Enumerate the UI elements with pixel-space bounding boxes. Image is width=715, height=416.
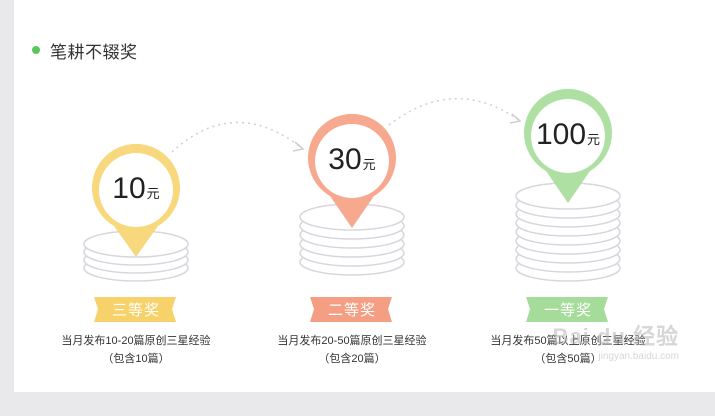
rank-label: 三等奖 [111, 302, 160, 319]
arrow-2-3-head [509, 113, 522, 124]
prize-amount: 30元 [328, 143, 376, 176]
desc-line-1: 当月发布50篇以上原创三星经验 [490, 335, 646, 347]
coin-stack-medium [299, 113, 405, 276]
prize-amount: 100元 [535, 118, 601, 151]
tier-description: 当月发布50篇以上原创三星经验 （包含50篇） [458, 332, 678, 368]
watermark-url: jingyan.baidu.com [598, 351, 679, 362]
desc-line-2: （包含10篇） [102, 353, 170, 365]
desc-line-2: （包含50篇） [534, 353, 602, 365]
section-title: 笔耕不辍奖 [50, 42, 138, 62]
section-heading: 笔耕不辍奖 [32, 38, 138, 62]
rank-label: 二等奖 [327, 302, 376, 319]
rank-ribbon [310, 297, 392, 322]
award-card: 笔耕不辍奖 10元 三等奖 [14, 0, 715, 392]
desc-line-2: （包含20篇） [318, 353, 386, 365]
arrow-2-3 [388, 97, 520, 126]
tier-description: 当月发布20-50篇原创三星经验 （包含20篇） [242, 332, 462, 368]
desc-line-1: 当月发布20-50篇原创三星经验 [277, 335, 427, 347]
arrow-1-2-head [292, 141, 305, 152]
pin-marker [308, 113, 396, 228]
tier-first-prize: 100元 一等奖 当月发布50篇以上原创三星经验 （包含50篇） [478, 0, 658, 392]
progress-arrows [171, 97, 522, 153]
bullet-dot-icon [32, 46, 40, 54]
rank-label: 一等奖 [543, 302, 592, 319]
watermark-brand: Bai du 经验 [552, 324, 679, 349]
arrow-1-2 [171, 121, 303, 153]
baidu-watermark-logo: Bai du 经验 jingyan.baidu.com [553, 319, 679, 362]
tier-third-prize: 10元 三等奖 当月发布10-20篇原创三星经验 （包含10篇） [46, 0, 226, 392]
prize-amount: 10元 [112, 172, 160, 205]
coin-stack-large [515, 88, 621, 282]
rank-ribbon [526, 297, 608, 322]
coin-stack-small [83, 143, 189, 282]
tier-second-prize: 30元 二等奖 当月发布20-50篇原创三星经验 （包含20篇） [262, 0, 442, 392]
desc-line-1: 当月发布10-20篇原创三星经验 [61, 335, 211, 347]
pin-marker [91, 143, 180, 257]
tier-description: 当月发布10-20篇原创三星经验 （包含10篇） [26, 332, 246, 368]
pin-marker [524, 88, 612, 203]
